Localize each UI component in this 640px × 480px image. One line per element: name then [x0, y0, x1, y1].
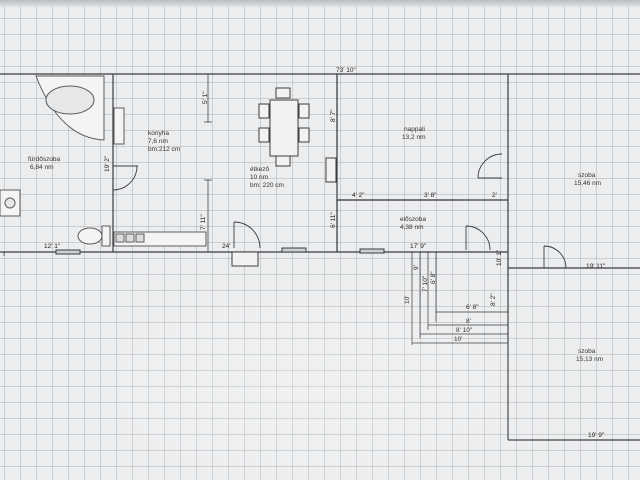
- bathtub-basin: [45, 85, 95, 115]
- room-door: [543, 245, 567, 269]
- room-name-living: nappali: [404, 126, 425, 133]
- dim-19-9: 19' 9": [588, 432, 605, 439]
- window: [359, 248, 385, 254]
- chair: [275, 155, 291, 167]
- toilet-tank: [101, 225, 111, 247]
- room-area-bathroom: 6,84 nm: [30, 164, 54, 171]
- chair: [258, 127, 270, 143]
- dim-3-8: 3' 8": [424, 192, 437, 199]
- bathroom-door: [112, 165, 138, 191]
- dim-2: 2': [492, 192, 497, 199]
- room-volume-kitchen: bm:212 cm: [148, 146, 181, 153]
- dining-table: [269, 99, 299, 157]
- kitchen-counter-top: [113, 107, 125, 145]
- room-area-dining: 10 nm: [250, 174, 269, 181]
- hall-door: [465, 225, 491, 251]
- doormat: [231, 251, 259, 267]
- toilet: [77, 227, 103, 245]
- room-area-room2: 15,13 nm: [576, 356, 604, 363]
- dim-19-2: 19' 2": [104, 155, 111, 172]
- dim-9: 9': [413, 265, 420, 270]
- chair: [275, 87, 291, 99]
- room-volume-dining: bm: 220 cm: [250, 182, 284, 189]
- room-name-room2: szoba: [578, 348, 596, 355]
- room-name-room1: szoba: [578, 172, 596, 179]
- dim-7-10: 7' 10": [422, 275, 429, 292]
- dim-24: 24': [222, 243, 231, 250]
- dim-6-11: 6' 11": [330, 212, 337, 228]
- radiator: [325, 157, 337, 183]
- window: [55, 249, 81, 255]
- dim-10: 10': [404, 295, 411, 304]
- dim-19-11: 19' 11": [586, 263, 606, 270]
- room-name-bathroom: fürdőszoba: [28, 156, 61, 163]
- dim-6-8v: 6' 8": [430, 271, 437, 284]
- dim-12-1: 12' 1": [44, 243, 61, 250]
- living-door: [477, 153, 503, 179]
- monitor-bezel: [0, 0, 640, 7]
- chair: [258, 103, 270, 119]
- entrance-door: [233, 221, 261, 249]
- dim-7-11: 7' 11": [200, 214, 207, 230]
- room-area-living: 13,2 nm: [402, 134, 426, 141]
- window: [281, 247, 307, 253]
- room-name-kitchen: konyha: [148, 130, 169, 137]
- dim-5-1: 5' 1": [202, 91, 209, 104]
- dim-10h: 10': [454, 336, 463, 343]
- dim-6-8: 6' 8": [466, 304, 479, 311]
- chair: [298, 103, 310, 119]
- dim-4-2: 4' 2": [352, 192, 365, 199]
- dim-8-2: 8' 2": [490, 293, 497, 306]
- room-area-hall: 4,38 nm: [400, 224, 424, 231]
- chair: [298, 127, 310, 143]
- room-name-hall: előszoba: [400, 216, 427, 223]
- room-area-kitchen: 7,6 nm: [148, 138, 168, 145]
- dim-overall-top: 73' 10": [336, 67, 356, 74]
- dim-10-1: 10' 1": [496, 249, 503, 266]
- dim-8-7: 8' 7": [330, 109, 337, 122]
- dim-17-9: 17' 9": [410, 243, 427, 250]
- dim-8-10: 8' 10": [456, 327, 473, 334]
- dim-8: 8': [466, 318, 471, 325]
- room-name-dining: étkező: [250, 166, 270, 173]
- room-area-room1: 15,46 nm: [574, 180, 602, 187]
